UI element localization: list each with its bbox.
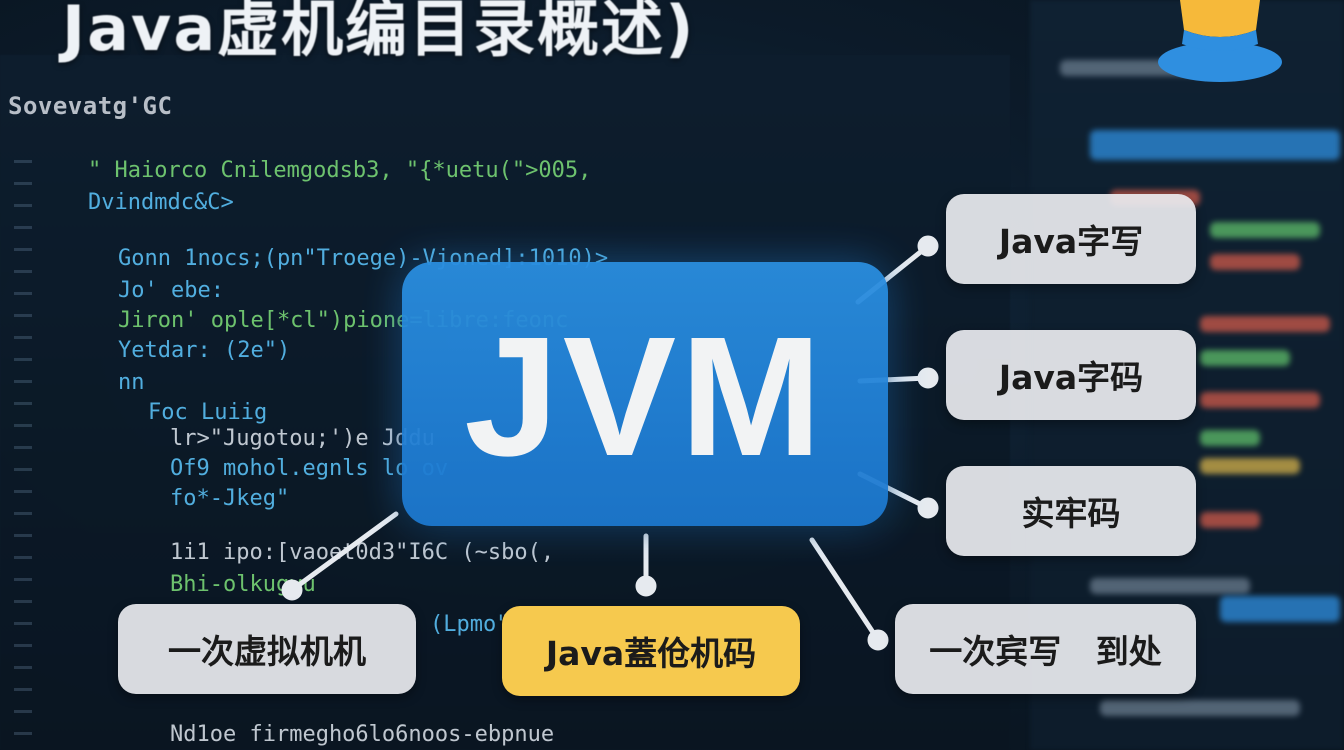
java-cup-logo xyxy=(1158,0,1282,82)
code-line: Bhi-olkugyu xyxy=(170,572,316,597)
page-title: Java虚机编目录概述) xyxy=(62,0,696,65)
side-bar xyxy=(1220,596,1340,622)
code-line: 1i1 ipo:[vaoet0d3"I6C (~sbo(, xyxy=(170,540,555,565)
node-label: 一次虚拟机机 xyxy=(168,632,366,671)
node-java-zima: Java字码 xyxy=(946,330,1196,420)
node-java-bytecode-highlight: Java蓋伧机码 xyxy=(502,606,800,696)
node-label: Java字写 xyxy=(998,222,1144,261)
node-label: 一次宾写 到处 xyxy=(929,632,1162,671)
side-bar xyxy=(1200,430,1260,446)
code-line: lr>"Jugotou;')e Jddu xyxy=(170,426,435,451)
side-bar xyxy=(1090,578,1250,594)
node-write-once-run-anywhere: 一次宾写 到处 xyxy=(895,604,1196,694)
jvm-label: JVM xyxy=(464,302,826,492)
side-bar xyxy=(1200,316,1330,332)
jvm-center-node: JVM xyxy=(402,262,888,526)
node-shilaoma: 实牢码 xyxy=(946,466,1196,556)
code-line: fo*-Jkeg" xyxy=(170,486,290,511)
line-number-gutter xyxy=(14,160,32,750)
node-java-zixie: Java字写 xyxy=(946,194,1196,284)
side-bar xyxy=(1210,222,1320,238)
side-bar xyxy=(1090,130,1340,160)
code-line: Nd1oe firmegho6lo6noos-ebpnue xyxy=(170,722,555,747)
code-line: Of9 mohol.egnls lo ov xyxy=(170,456,449,481)
side-bar xyxy=(1100,700,1300,716)
editor-header: Sovevatg'GC xyxy=(8,92,173,120)
node-label: Java蓋伧机码 xyxy=(545,634,757,673)
code-line: " Haiorco Cnilemgodsb3, "{*uetu(">005, xyxy=(88,158,592,183)
side-bar xyxy=(1200,512,1260,528)
side-bar xyxy=(1200,350,1290,366)
side-bar xyxy=(1200,392,1320,408)
node-virtual-machine: 一次虚拟机机 xyxy=(118,604,416,694)
code-line: Dvindmdc&C> xyxy=(88,190,234,215)
code-line: Jo' ebe: xyxy=(118,278,224,303)
node-label: Java字码 xyxy=(998,358,1144,397)
code-line: Foc Luiig xyxy=(148,400,268,425)
side-bar xyxy=(1210,254,1300,270)
code-line: Yetdar: (2e") xyxy=(118,338,291,363)
node-label: 实牢码 xyxy=(1021,494,1121,533)
code-line: nn xyxy=(118,370,145,395)
side-bar xyxy=(1200,458,1300,474)
